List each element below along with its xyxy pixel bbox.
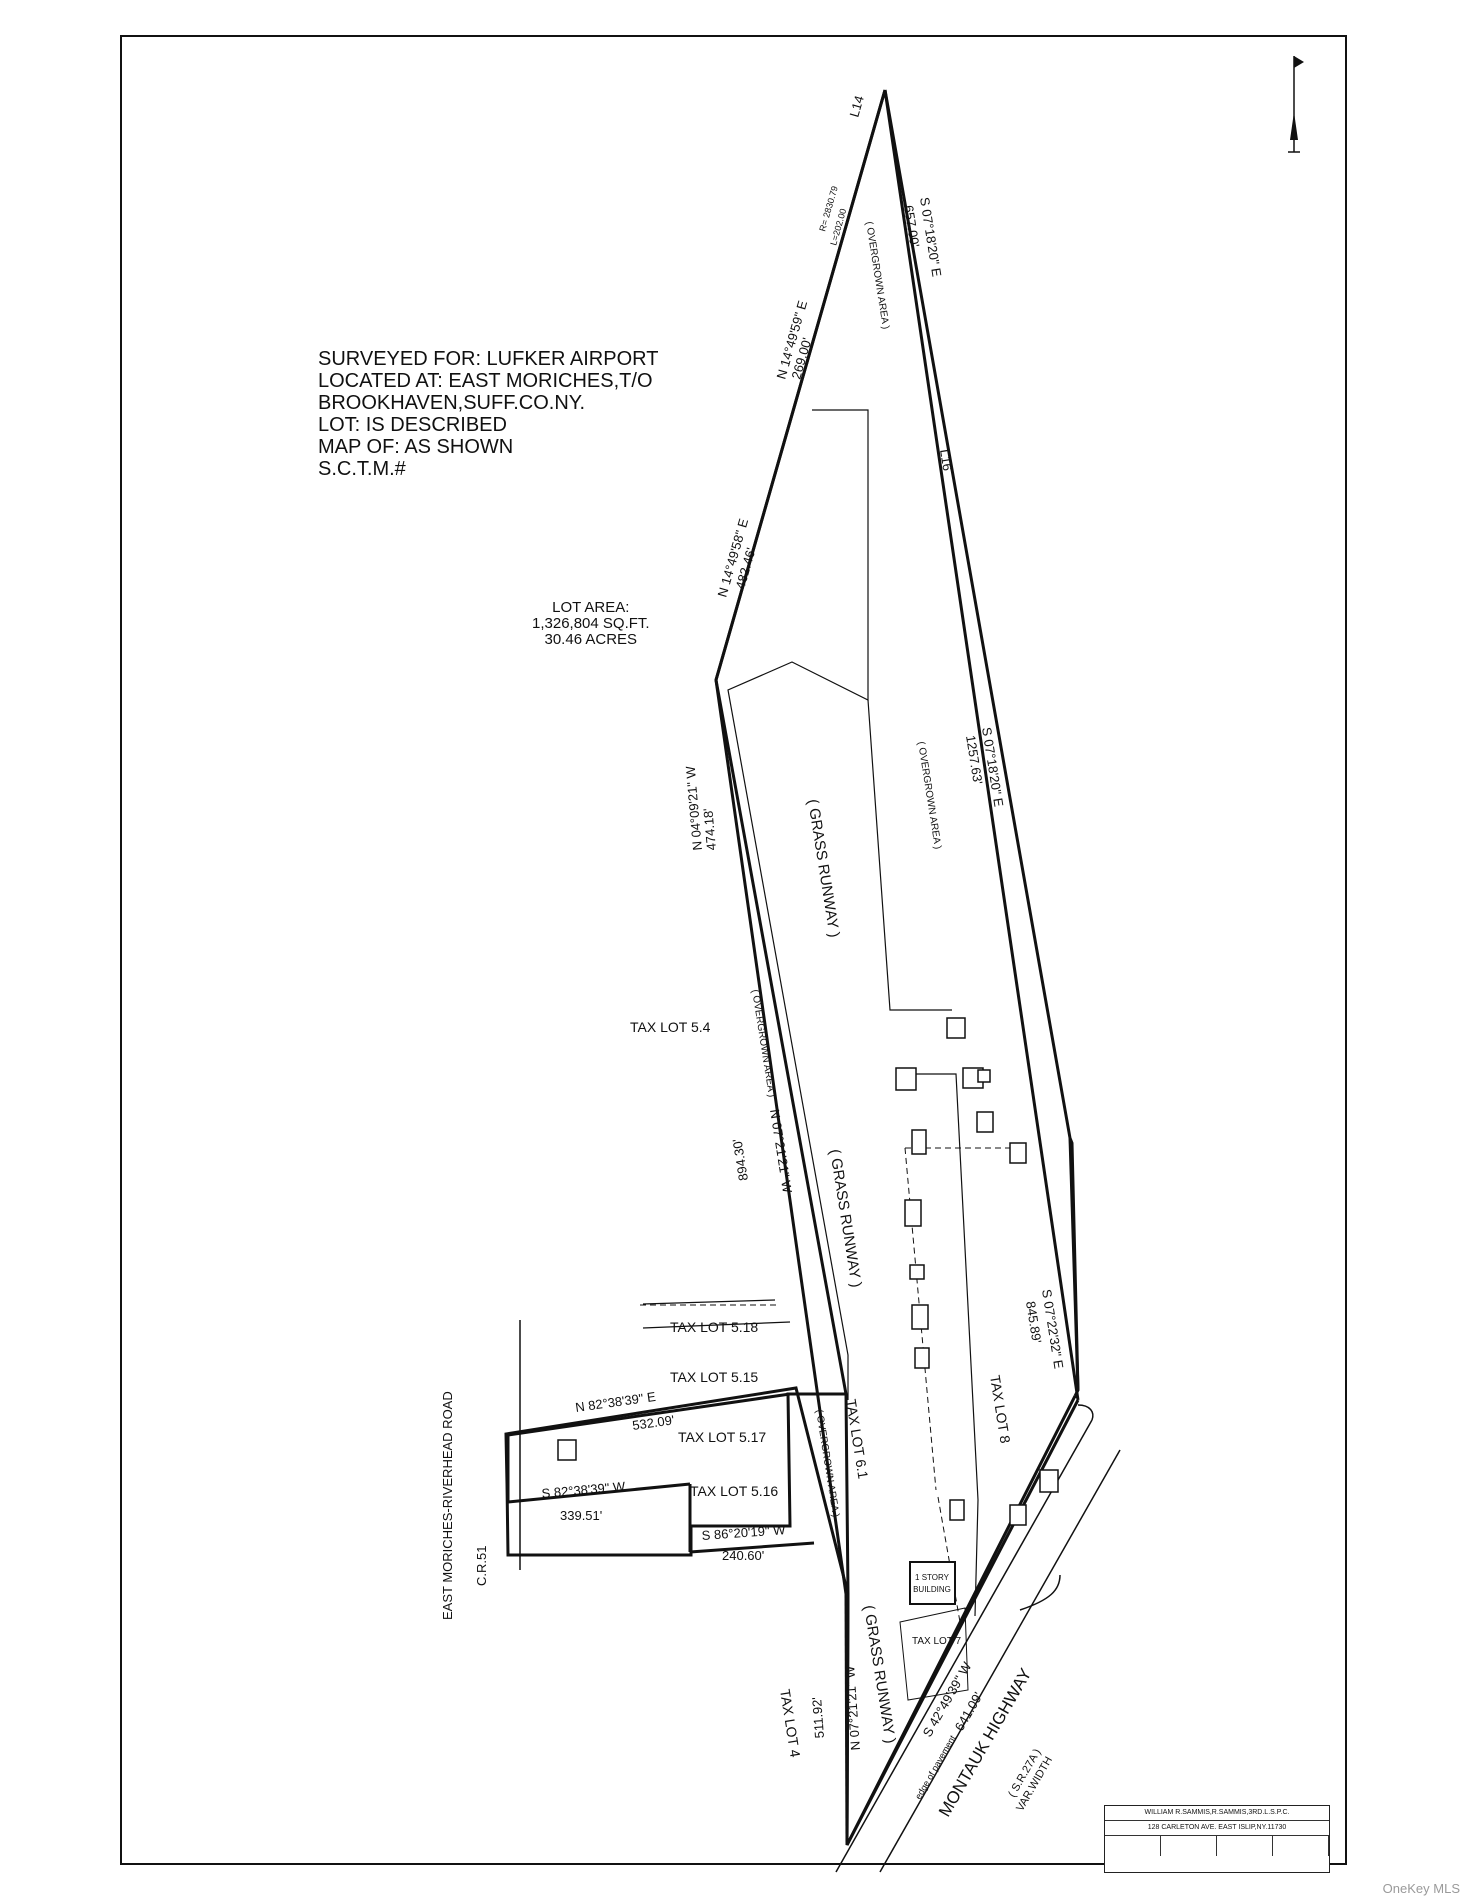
svg-text:N 07°21'21" W: N 07°21'21" W [842,1665,863,1751]
svg-text:TAX LOT 5.4: TAX LOT 5.4 [630,1019,711,1035]
svg-text:339.51': 339.51' [560,1508,602,1523]
surveyor-address: 128 CARLETON AVE. EAST ISLIP,NY.11730 [1105,1821,1329,1836]
title-block-grid [1105,1836,1329,1846]
runway-outline [642,409,979,1617]
svg-text:EAST MORICHES-RIVERHEAD ROAD: EAST MORICHES-RIVERHEAD ROAD [440,1391,455,1620]
survey-header: SURVEYED FOR: LUFKER AIRPORT LOCATED AT:… [318,348,658,480]
svg-text:L16: L16 [937,448,955,472]
svg-text:TAX LOT 8: TAX LOT 8 [987,1374,1014,1445]
svg-text:S 86°20'19" W: S 86°20'19" W [701,1522,786,1543]
sctm-number: S.C.T.M.# [318,458,406,480]
svg-text:( GRASS RUNWAY ): ( GRASS RUNWAY ) [804,798,843,939]
svg-text:( OVERGROWN AREA ): ( OVERGROWN AREA ) [915,741,943,850]
lot-area-label: LOT AREA: [552,599,630,616]
one-story-building: 1 STORY BUILDING [909,1561,956,1605]
tax-lot-7-parcel [899,1607,969,1701]
svg-text:894.30': 894.30' [730,1138,751,1182]
buildings [557,1017,1059,1526]
svg-text:532.09': 532.09' [631,1412,675,1433]
svg-text:1 STORY: 1 STORY [915,1573,950,1582]
svg-text:( GRASS RUNWAY ): ( GRASS RUNWAY ) [860,1604,899,1745]
svg-text:TAX LOT 4: TAX LOT 4 [777,1688,804,1759]
svg-text:N 07°21'21" W: N 07°21'21" W [767,1108,795,1195]
boundary-lines [506,89,1080,1846]
lot-description: LOT: IS DESCRIBED [318,414,507,436]
svg-text:TAX LOT 5.16: TAX LOT 5.16 [690,1483,778,1499]
svg-text:( OVERGROWN AREA ): ( OVERGROWN AREA ) [863,221,891,330]
svg-text:TAX LOT 5.15: TAX LOT 5.15 [670,1369,758,1385]
watermark: OneKey MLS [1382,1881,1460,1896]
svg-text:( OVERGROWN AREA ): ( OVERGROWN AREA ) [813,1409,841,1518]
svg-text:TAX LOT 5.17: TAX LOT 5.17 [678,1429,766,1445]
tax-lot-labels: TAX LOT 5.4 TAX LOT 5.18 TAX LOT 5.15 TA… [630,1019,1014,1759]
svg-text:N 04°09'21" W: N 04°09'21" W [683,765,705,851]
svg-text:474.18': 474.18' [700,808,719,851]
surveyed-for: SURVEYED FOR: LUFKER AIRPORT [318,348,659,370]
located-at: LOCATED AT: EAST MORICHES,T/O [318,370,653,392]
title-block-grid-2 [1105,1846,1329,1856]
road-labels: EAST MORICHES-RIVERHEAD ROAD C.R.51 MONT… [440,1391,1055,1820]
svg-text:S 82°38'39" W: S 82°38'39" W [541,1479,627,1501]
sheet-border [120,35,1347,1865]
svg-text:TAX LOT 5.18: TAX LOT 5.18 [670,1319,758,1335]
svg-text:845.89': 845.89' [1023,1300,1044,1344]
road-edges [519,1320,1121,1873]
svg-text:511.92': 511.92' [809,1697,827,1739]
svg-text:TAX LOT 7: TAX LOT 7 [912,1636,962,1647]
svg-text:L14: L14 [846,94,866,119]
svg-text:C.R.51: C.R.51 [474,1546,489,1586]
svg-text:657.00': 657.00' [901,204,922,248]
surveyor-name: WILLIAM R.SAMMIS,R.SAMMIS,3RD.L.S.P.C. [1105,1806,1329,1821]
svg-text:BUILDING: BUILDING [913,1585,951,1594]
map-of: MAP OF: AS SHOWN [318,436,514,458]
town: BROOKHAVEN,SUFF.CO.NY. [318,392,586,414]
svg-text:( OVERGROWN AREA ): ( OVERGROWN AREA ) [749,989,777,1098]
lot-area-acres: 30.46 ACRES [544,631,638,648]
lot-area-sqft: 1,326,804 SQ.FT. [532,615,650,632]
svg-text:240.60': 240.60' [722,1548,764,1563]
title-block: WILLIAM R.SAMMIS,R.SAMMIS,3RD.L.S.P.C. 1… [1104,1805,1330,1873]
lot-area: LOT AREA: 1,326,804 SQ.FT. 30.46 ACRES [532,600,650,648]
bearing-labels: L14 R= 2830.79 L=202.00 N 14°49'59" E 26… [541,94,1067,1751]
north-arrow-icon [1288,56,1304,153]
